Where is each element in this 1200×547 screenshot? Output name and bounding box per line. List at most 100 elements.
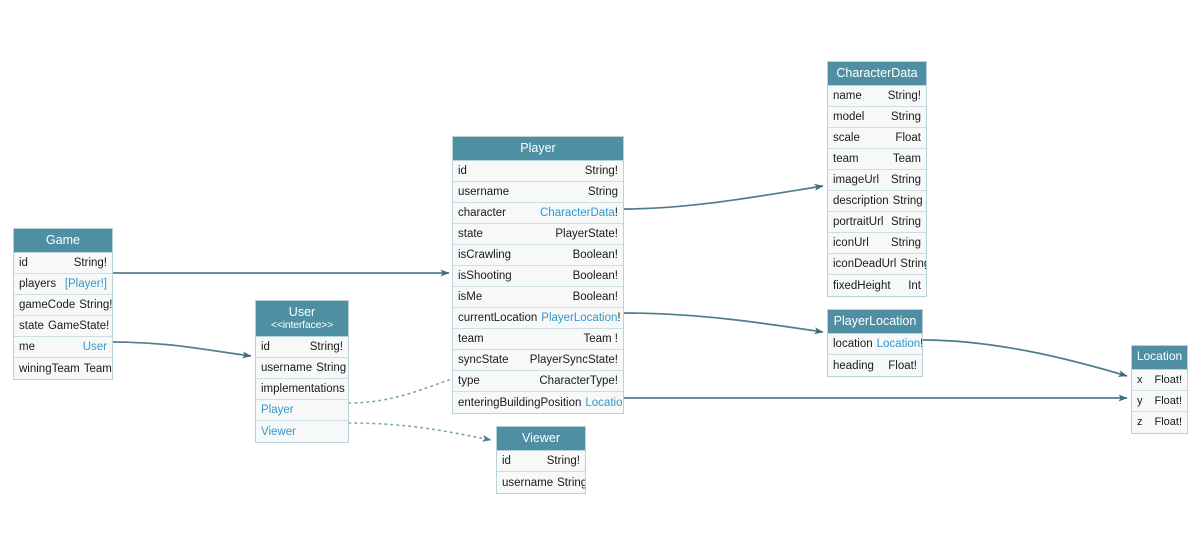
implementation-viewer-row[interactable]: Viewer bbox=[256, 421, 348, 443]
field-row[interactable]: fixedHeight Int bbox=[828, 275, 926, 297]
field-name: currentLocation bbox=[458, 312, 538, 325]
field-row[interactable]: me User bbox=[14, 337, 112, 359]
entity-player[interactable]: Player id String! username String charac… bbox=[452, 136, 624, 415]
edge-game-me-to-user bbox=[112, 341, 252, 359]
field-row[interactable]: team Team bbox=[828, 149, 926, 171]
field-row[interactable]: username String bbox=[497, 472, 585, 494]
entity-user[interactable]: User <<interface>> id String! username S… bbox=[255, 300, 349, 444]
field-type[interactable]: Location! bbox=[877, 338, 922, 350]
field-name: x bbox=[1137, 373, 1143, 386]
field-name: description bbox=[833, 195, 889, 208]
field-type: Team ! bbox=[583, 333, 618, 346]
field-type: PlayerSyncState! bbox=[529, 354, 618, 367]
field-row[interactable]: id String! bbox=[14, 253, 112, 275]
field-type-link[interactable]: CharacterData bbox=[540, 207, 615, 220]
field-type: Float! bbox=[1154, 416, 1182, 429]
field-type: String bbox=[890, 174, 921, 187]
field-name: id bbox=[19, 257, 28, 270]
field-type: String! bbox=[546, 455, 580, 468]
edge-player-currentlocation-to-playerlocation bbox=[623, 312, 824, 335]
field-type: String! bbox=[584, 165, 618, 178]
field-type[interactable]: CharacterData! bbox=[540, 207, 618, 219]
field-row[interactable]: y Float! bbox=[1132, 390, 1187, 412]
entity-characterdata[interactable]: CharacterData name String! model String … bbox=[827, 61, 927, 298]
field-type: String bbox=[890, 237, 921, 250]
field-name: location bbox=[833, 338, 873, 351]
field-row[interactable]: character CharacterData! bbox=[453, 203, 623, 225]
entity-game[interactable]: Game id String! players [Player!] gameCo… bbox=[13, 228, 113, 381]
entity-playerlocation[interactable]: PlayerLocation location Location! headin… bbox=[827, 309, 923, 378]
field-row[interactable]: username String bbox=[256, 358, 348, 380]
entity-viewer[interactable]: Viewer id String! username String bbox=[496, 426, 586, 495]
field-row[interactable]: gameCode String! bbox=[14, 295, 112, 317]
entity-viewer-title: Viewer bbox=[497, 427, 585, 452]
field-type[interactable]: User bbox=[82, 341, 107, 354]
field-row[interactable]: currentLocation PlayerLocation! bbox=[453, 308, 623, 330]
field-type: String! bbox=[309, 341, 343, 354]
field-row[interactable]: iconUrl String bbox=[828, 233, 926, 255]
entity-player-title: Player bbox=[453, 137, 623, 162]
field-row[interactable]: id String! bbox=[453, 161, 623, 183]
field-row[interactable]: scale Float bbox=[828, 128, 926, 150]
field-row[interactable]: description String bbox=[828, 191, 926, 213]
edge-user-player-implementation bbox=[348, 379, 450, 404]
field-name: fixedHeight bbox=[833, 279, 891, 292]
field-type[interactable]: [Player!] bbox=[64, 278, 107, 291]
field-type-bang: ! bbox=[617, 312, 621, 325]
implementation-player-row[interactable]: Player bbox=[256, 400, 348, 422]
field-name: isShooting bbox=[458, 270, 512, 283]
field-name: portraitUrl bbox=[833, 216, 884, 229]
field-row[interactable]: isMe Boolean! bbox=[453, 287, 623, 309]
field-row[interactable]: username String bbox=[453, 182, 623, 204]
field-row[interactable]: state PlayerState! bbox=[453, 224, 623, 246]
field-row[interactable]: isCrawling Boolean! bbox=[453, 245, 623, 267]
field-type[interactable]: PlayerLocation! bbox=[541, 312, 620, 324]
field-row[interactable]: z Float! bbox=[1132, 411, 1187, 433]
field-name: syncState bbox=[458, 354, 509, 367]
field-row[interactable]: syncState PlayerSyncState! bbox=[453, 350, 623, 372]
field-row[interactable]: model String bbox=[828, 107, 926, 129]
field-name: implementations bbox=[261, 383, 345, 396]
field-row[interactable]: x Float! bbox=[1132, 369, 1187, 391]
field-name: username bbox=[502, 476, 554, 489]
field-name: username bbox=[261, 362, 313, 375]
field-name: team bbox=[833, 153, 859, 166]
field-type: Float bbox=[895, 132, 921, 145]
field-row[interactable]: type CharacterType! bbox=[453, 371, 623, 393]
field-name: character bbox=[458, 207, 506, 220]
field-row[interactable]: state GameState! bbox=[14, 316, 112, 338]
entity-location[interactable]: Location x Float! y Float! z Float! bbox=[1131, 345, 1188, 434]
field-name: winingTeam bbox=[19, 362, 80, 375]
field-name: username bbox=[458, 186, 510, 199]
field-type-link[interactable]: Location bbox=[876, 338, 921, 351]
field-type: Boolean! bbox=[572, 291, 618, 304]
field-type: Float! bbox=[888, 359, 917, 372]
field-name: enteringBuildingPosition bbox=[458, 396, 582, 409]
field-row[interactable]: iconDeadUrl String bbox=[828, 254, 926, 276]
entity-characterdata-title: CharacterData bbox=[828, 62, 926, 87]
field-type: String! bbox=[73, 257, 107, 270]
field-row[interactable]: players [Player!] bbox=[14, 274, 112, 296]
field-type: String! bbox=[887, 90, 921, 103]
field-row[interactable]: team Team ! bbox=[453, 329, 623, 351]
field-type-link[interactable]: PlayerLocation bbox=[541, 312, 618, 325]
field-row[interactable]: isShooting Boolean! bbox=[453, 266, 623, 288]
field-row[interactable]: id String! bbox=[256, 337, 348, 359]
field-type: String bbox=[587, 186, 618, 199]
field-row[interactable]: name String! bbox=[828, 86, 926, 108]
field-type: Float! bbox=[1154, 394, 1182, 407]
entity-game-name: Game bbox=[45, 233, 81, 247]
field-type: String! bbox=[79, 299, 112, 312]
field-row[interactable]: location Location! bbox=[828, 334, 922, 356]
field-row[interactable]: winingTeam Team bbox=[14, 358, 112, 380]
implementations-label-row: implementations bbox=[256, 379, 348, 401]
field-type: GameState! bbox=[47, 320, 110, 333]
field-row[interactable]: enteringBuildingPosition Location bbox=[453, 392, 623, 414]
field-row[interactable]: id String! bbox=[497, 451, 585, 473]
field-row[interactable]: heading Float! bbox=[828, 355, 922, 377]
field-row[interactable]: portraitUrl String bbox=[828, 212, 926, 234]
field-name: y bbox=[1137, 394, 1143, 407]
field-type[interactable]: Location bbox=[585, 396, 623, 409]
field-row[interactable]: imageUrl String bbox=[828, 170, 926, 192]
